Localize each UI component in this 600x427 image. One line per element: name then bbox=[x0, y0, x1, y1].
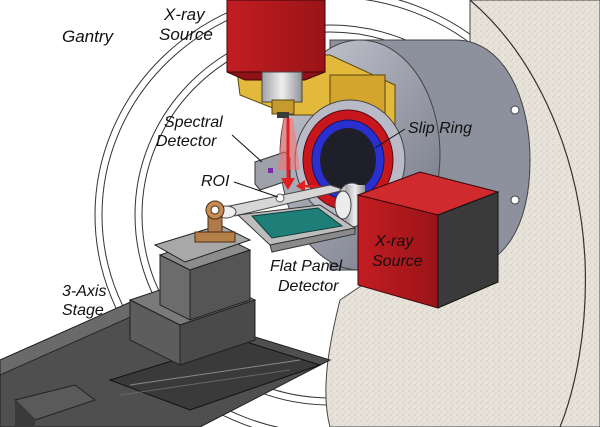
label-xray-source-right-1: X-ray bbox=[374, 233, 414, 250]
label-xray-source-right-2: Source bbox=[372, 253, 423, 270]
label-stage-1: 3-Axis bbox=[62, 283, 106, 300]
label-stage-2: Stage bbox=[62, 302, 104, 319]
label-xray-source-top-1: X-ray bbox=[163, 5, 206, 24]
label-xray-source-top-2: Source bbox=[159, 25, 213, 44]
label-gantry: Gantry bbox=[62, 27, 115, 46]
label-flat-panel-2: Detector bbox=[278, 278, 339, 295]
label-flat-panel-1: Flat Panel bbox=[270, 258, 342, 275]
label-roi: ROI bbox=[201, 173, 230, 190]
xray-source-right bbox=[356, 171, 500, 309]
leader-lines bbox=[231, 128, 406, 198]
label-spectral-detector-2: Detector bbox=[156, 133, 217, 150]
flat-panel-detector bbox=[236, 204, 357, 253]
gantry-housing-edge bbox=[469, 0, 587, 427]
xray-source-top bbox=[226, 0, 326, 118]
label-spectral-detector-1: Spectral bbox=[164, 114, 223, 131]
label-slip-ring: Slip Ring bbox=[408, 120, 472, 137]
three-axis-stage bbox=[0, 200, 332, 427]
